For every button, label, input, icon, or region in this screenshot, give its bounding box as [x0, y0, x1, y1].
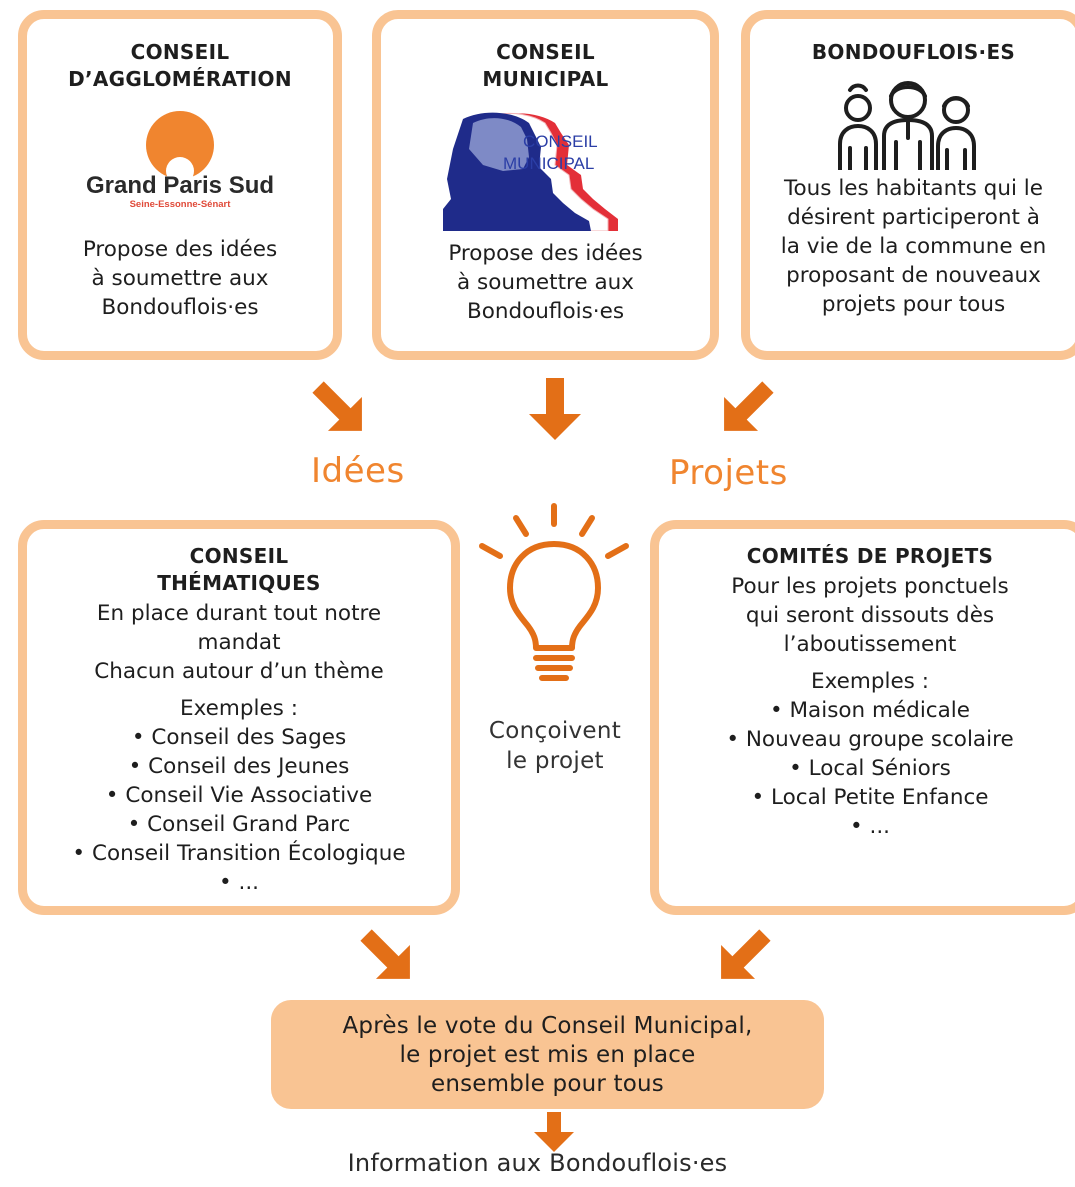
- examples-label: Exemples :: [180, 696, 298, 721]
- municipal-description: Propose des idées à soumettre aux Bondou…: [381, 239, 710, 326]
- desc-line: projets pour tous: [821, 292, 1006, 317]
- desc-line: Bondouflois·es: [101, 295, 259, 320]
- desc-line: Chacun autour d’un thème: [94, 659, 384, 684]
- municipal-council-card: CONSEIL MUNICIPAL CONSEIL MUNICIPAL Prop…: [372, 10, 719, 360]
- arrow-down-right-icon: [312, 381, 362, 431]
- desc-line: Propose des idées: [82, 237, 278, 262]
- marianne-silhouette-icon: [443, 112, 618, 231]
- desc-line: Pour les projets ponctuels: [731, 574, 1009, 599]
- arrow-down-icon: [529, 378, 581, 440]
- logo-text-line: CONSEIL: [523, 132, 598, 151]
- arrow-down-left-icon: [721, 929, 771, 979]
- agglomeration-council-title: CONSEIL D’AGGLOMÉRATION: [27, 39, 333, 93]
- residents-card: BONDOUFLOIS·ES Tous les habitants qui le…: [741, 10, 1075, 360]
- desc-line: l’aboutissement: [783, 632, 957, 657]
- center-label-line: Conçoivent: [488, 718, 622, 744]
- list-item: • ...: [849, 814, 891, 839]
- list-item: • Maison médicale: [769, 698, 971, 723]
- title-line: MUNICIPAL: [482, 67, 609, 91]
- ideas-label: Idées: [311, 451, 405, 491]
- title-line: CONSEIL: [130, 40, 230, 64]
- title-line: THÉMATIQUES: [157, 571, 321, 595]
- title-line: CONSEIL: [496, 40, 595, 64]
- desc-line: à soumettre aux: [91, 266, 269, 291]
- design-project-label: Conçoivent le projet: [470, 716, 640, 776]
- desc-line: la vie de la commune en: [780, 234, 1047, 259]
- thematic-examples-list: • Conseil des Sages • Conseil des Jeunes…: [27, 723, 451, 897]
- list-item: • Nouveau groupe scolaire: [726, 727, 1014, 752]
- arrow-down-icon: [534, 1112, 574, 1152]
- logo-text-line: MUNICIPAL: [503, 154, 595, 173]
- agglomeration-council-card: CONSEIL D’AGGLOMÉRATION Grand Paris Sud …: [18, 10, 342, 360]
- arrow-down-left-icon: [724, 381, 774, 431]
- committees-description: Pour les projets ponctuels qui seront di…: [659, 572, 1075, 659]
- result-box: Après le vote du Conseil Municipal, le p…: [271, 1000, 824, 1109]
- examples-label: Exemples :: [811, 669, 929, 694]
- committees-examples-list: • Maison médicale • Nouveau groupe scola…: [659, 696, 1075, 841]
- thematic-description: En place durant tout notre mandat Chacun…: [27, 599, 451, 686]
- desc-line: à soumettre aux: [457, 270, 634, 295]
- result-line: le projet est mis en place: [399, 1042, 696, 1068]
- list-item: • Local Séniors: [789, 756, 951, 781]
- agglomeration-description: Propose des idées à soumettre aux Bondou…: [27, 235, 333, 322]
- desc-line: mandat: [197, 630, 281, 655]
- municipal-council-title: CONSEIL MUNICIPAL: [381, 39, 710, 93]
- thematic-councils-title: CONSEIL THÉMATIQUES: [27, 543, 451, 597]
- list-item: • Conseil Grand Parc: [127, 812, 351, 837]
- municipal-council-logo: CONSEIL MUNICIPAL: [443, 109, 618, 231]
- information-footer: Information aux Bondouflois·es: [347, 1149, 728, 1177]
- desc-line: En place durant tout notre: [96, 601, 382, 626]
- title-line: CONSEIL: [189, 544, 289, 568]
- people-group-icon: [838, 81, 976, 170]
- desc-line: qui seront dissouts dès: [745, 603, 995, 628]
- desc-line: Bondouflois·es: [466, 299, 625, 324]
- result-line: ensemble pour tous: [431, 1071, 664, 1097]
- arrow-down-right-icon: [360, 929, 410, 979]
- list-item: • ...: [218, 870, 260, 895]
- residents-description: Tous les habitants qui le désirent parti…: [750, 174, 1075, 319]
- desc-line: Tous les habitants qui le: [784, 176, 1043, 201]
- desc-line: désirent participeront à: [787, 205, 1040, 230]
- lightbulb-icon: [479, 503, 629, 681]
- project-committees-title: COMITÉS DE PROJETS: [746, 544, 994, 568]
- list-item: • Local Petite Enfance: [751, 785, 989, 810]
- grand-paris-sud-logo: Grand Paris Sud Seine-Essonne-Sénart: [27, 109, 333, 217]
- result-line: Après le vote du Conseil Municipal,: [342, 1013, 753, 1039]
- center-label-line: le projet: [506, 748, 604, 774]
- project-committees-card: COMITÉS DE PROJETS Pour les projets ponc…: [650, 520, 1075, 915]
- list-item: • Conseil Transition Écologique: [72, 841, 406, 866]
- list-item: • Conseil des Sages: [131, 725, 347, 750]
- sun-logo-icon: [146, 111, 214, 179]
- list-item: • Conseil des Jeunes: [128, 754, 350, 779]
- desc-line: Propose des idées: [448, 241, 643, 266]
- desc-line: proposant de nouveaux: [786, 263, 1041, 288]
- projects-label: Projets: [669, 453, 788, 493]
- logo-subtitle: Seine-Essonne-Sénart: [129, 199, 231, 210]
- logo-name: Grand Paris Sud: [85, 172, 275, 199]
- list-item: • Conseil Vie Associative: [105, 783, 373, 808]
- residents-title: BONDOUFLOIS·ES: [811, 40, 1016, 64]
- logo-text: CONSEIL MUNICIPAL: [503, 131, 598, 175]
- thematic-councils-card: CONSEIL THÉMATIQUES En place durant tout…: [18, 520, 460, 915]
- title-line: D’AGGLOMÉRATION: [68, 67, 292, 91]
